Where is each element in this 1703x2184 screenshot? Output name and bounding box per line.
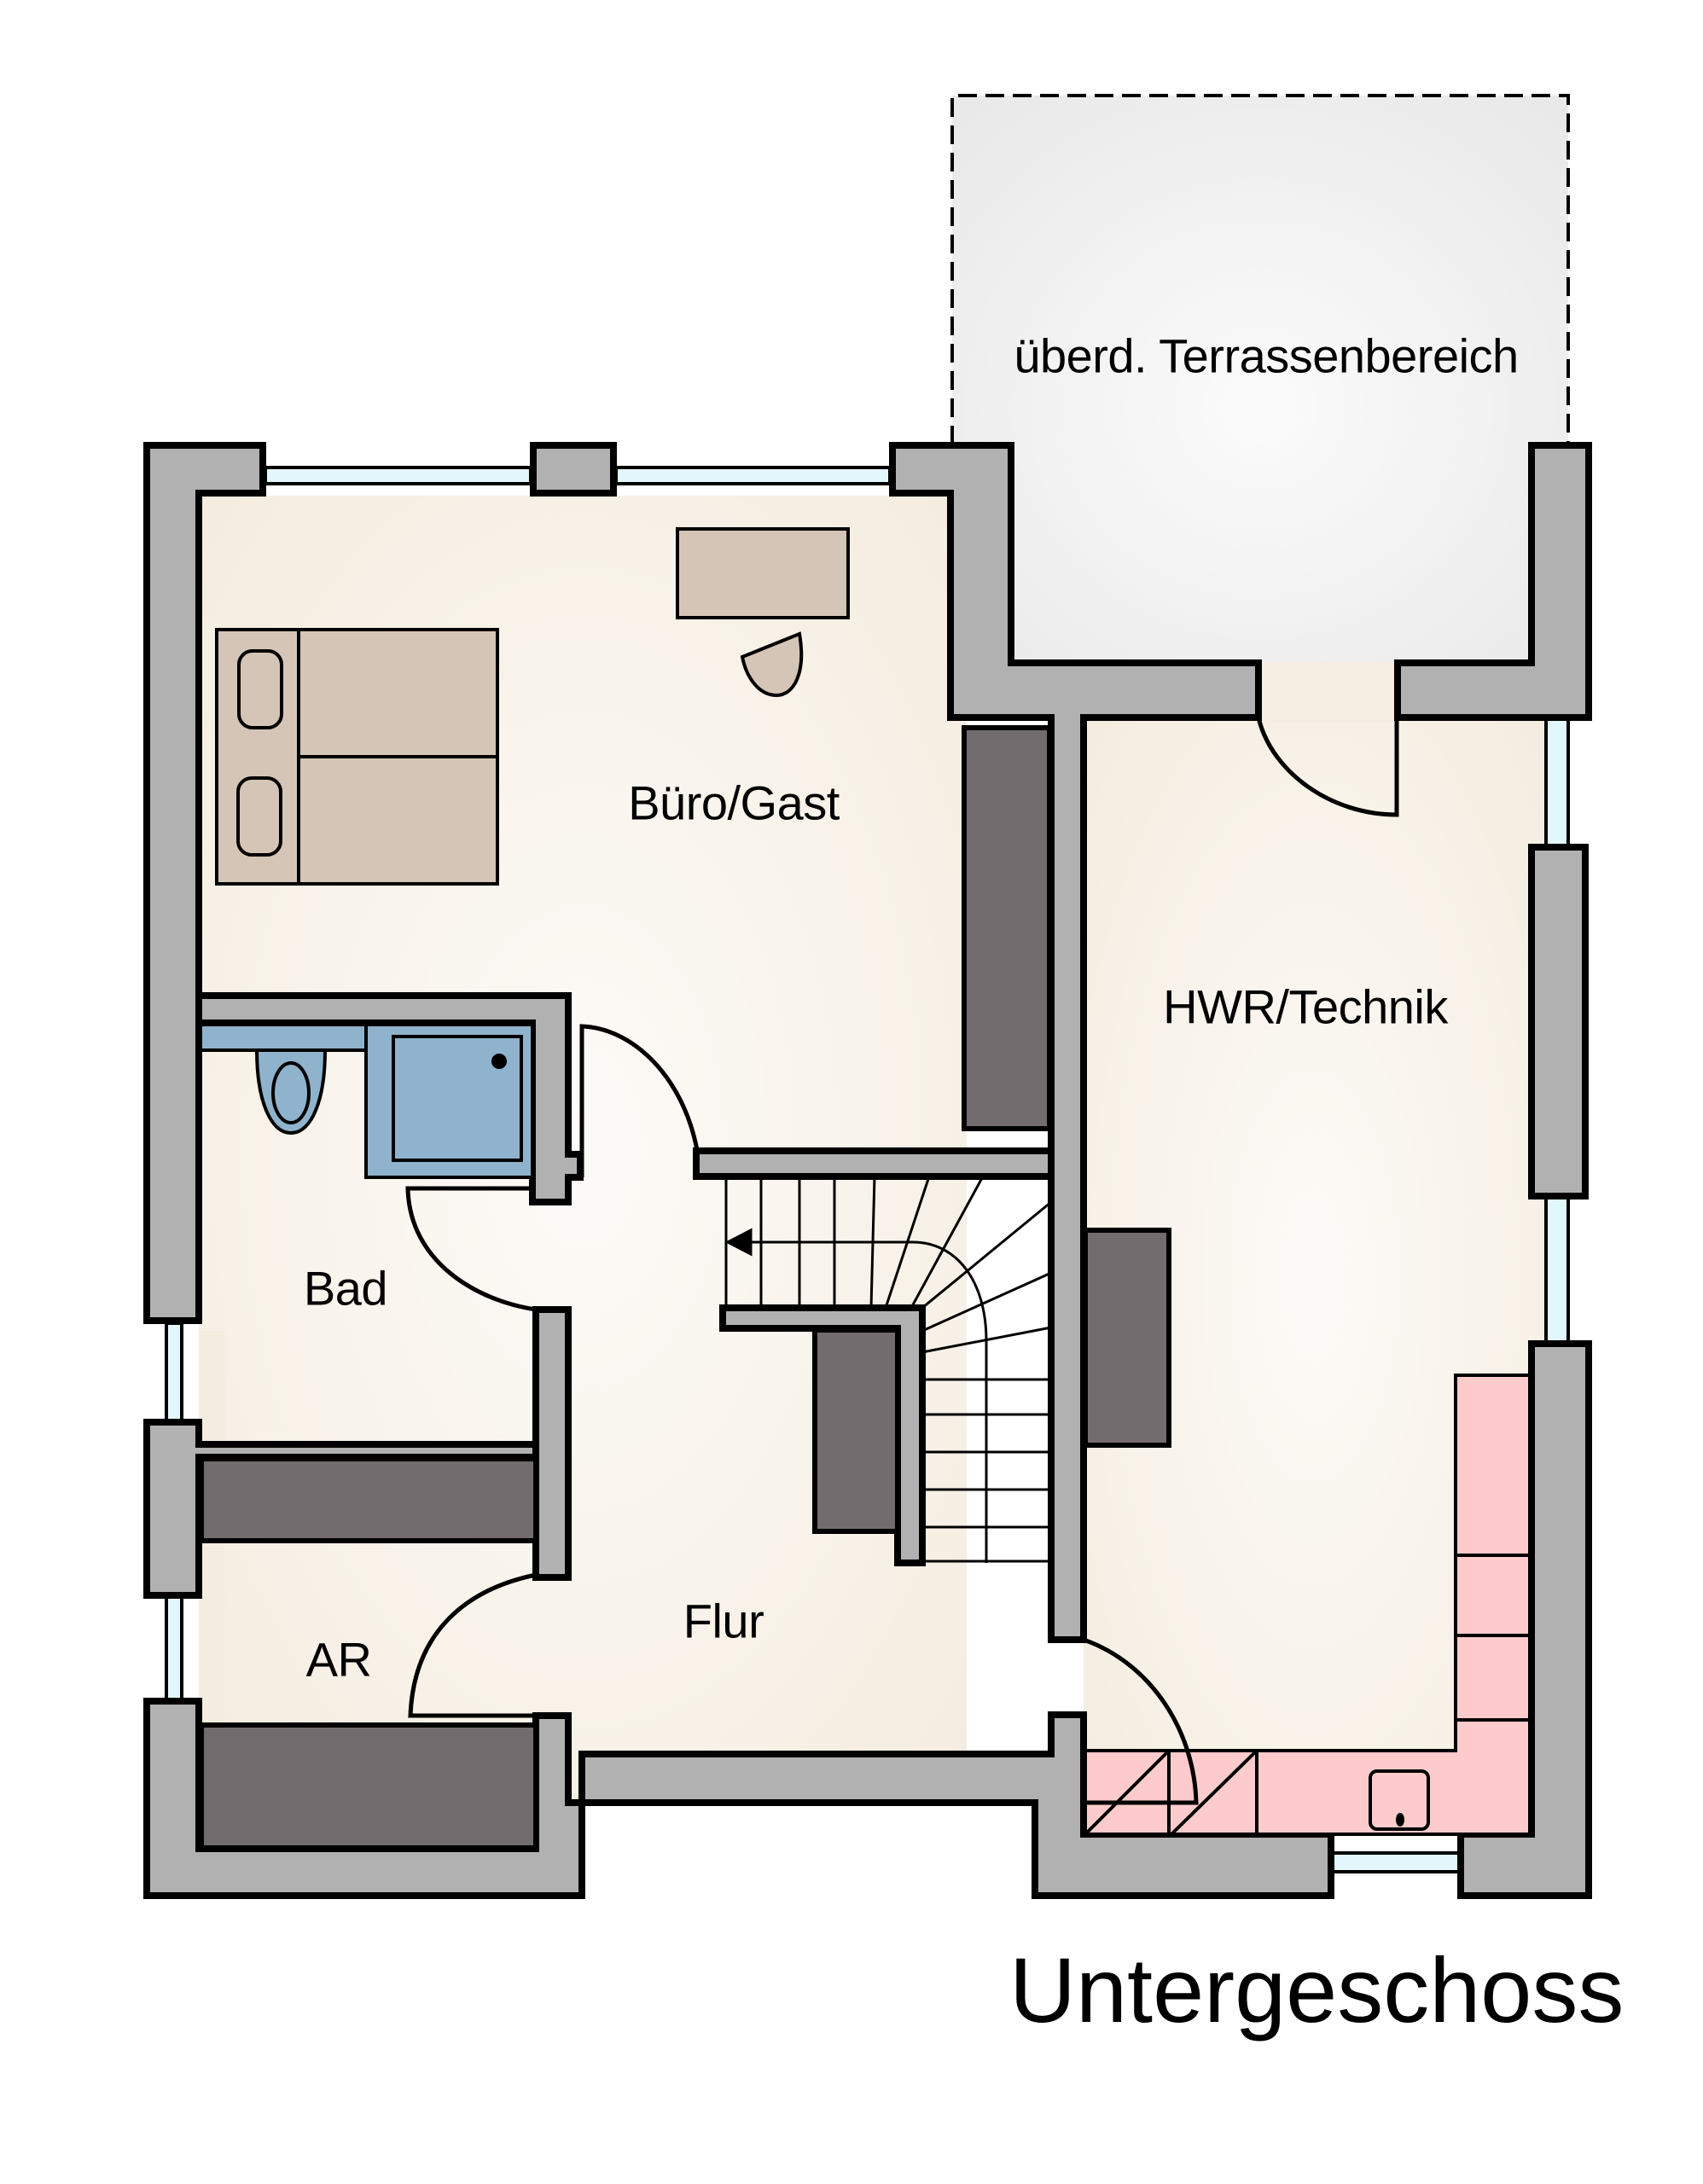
- staircase: [724, 1176, 1052, 1563]
- door-ar: [408, 1572, 537, 1718]
- door-terrace: [1256, 717, 1399, 817]
- wash-counter: [199, 1023, 368, 1052]
- terrace-area: [950, 94, 1570, 665]
- doors: [405, 717, 1399, 1805]
- pillow-top: [237, 649, 283, 729]
- window-left-bad: [165, 1321, 183, 1424]
- door-office: [579, 1024, 700, 1177]
- desk: [676, 527, 850, 619]
- door-hwr: [1083, 1637, 1199, 1805]
- window-top-left: [264, 466, 532, 485]
- kitchen: [1084, 1374, 1532, 1836]
- pillow-bottom: [236, 776, 282, 857]
- wall-flur-left: [532, 1306, 572, 1581]
- wall-pier-top: [530, 442, 617, 497]
- window-right-top: [1544, 716, 1570, 849]
- window-top-mid: [614, 466, 892, 485]
- shower-drain: [491, 1054, 507, 1069]
- closet-stair: [812, 1327, 900, 1534]
- label-utility: HWR/Technik: [1163, 979, 1448, 1034]
- closet-office: [962, 725, 1052, 1131]
- closet-hwr: [1083, 1228, 1171, 1448]
- window-left-ar: [165, 1594, 183, 1703]
- label-bath: Bad: [303, 1261, 388, 1316]
- sink: [1369, 1769, 1430, 1831]
- floor-title: Untergeschoss: [1009, 1938, 1625, 2042]
- window-bottom: [1329, 1851, 1462, 1873]
- label-hall: Flur: [683, 1594, 764, 1648]
- closet-ar-top: [199, 1456, 538, 1543]
- label-terrace: überd. Terrassenbereich: [1014, 328, 1519, 383]
- bath-fixtures: [199, 1023, 534, 1179]
- label-storage: AR: [305, 1632, 372, 1687]
- wall-pier-right: [1528, 844, 1589, 1199]
- label-office: Büro/Gast: [628, 775, 840, 830]
- closet-ar-bottom: [199, 1722, 538, 1850]
- stair-arrow-icon: [724, 1228, 753, 1257]
- door-bath: [405, 1186, 537, 1312]
- wall-top-left: [143, 442, 266, 1324]
- office-furniture: [215, 527, 850, 886]
- stair-direction-line: [751, 1240, 988, 1563]
- desk-chair: [740, 631, 804, 698]
- window-right-mid: [1544, 1194, 1570, 1345]
- wall-stair-top: [693, 1147, 1055, 1180]
- closets: [199, 725, 1171, 1850]
